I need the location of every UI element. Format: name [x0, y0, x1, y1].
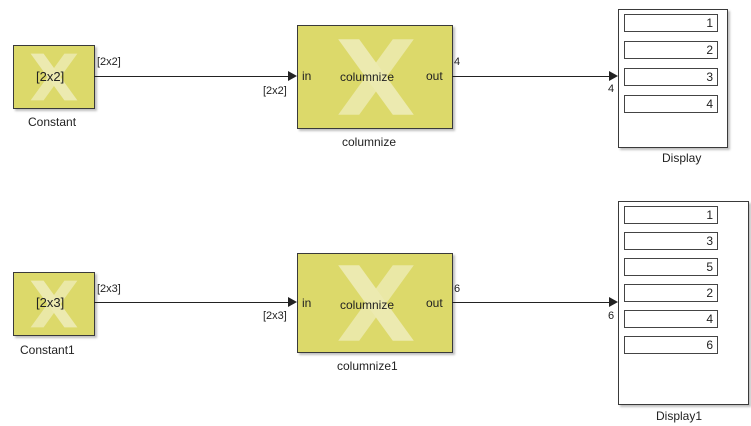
- display-value: 2: [624, 284, 718, 302]
- signal-arrow: [288, 297, 297, 307]
- columnize-block[interactable]: in columnize out: [297, 25, 453, 129]
- display-value: 3: [624, 232, 718, 250]
- out-port: out: [426, 69, 443, 83]
- block-title: columnize: [340, 70, 395, 84]
- signal-arrow: [288, 71, 297, 81]
- columnize-in-dim: [2x3]: [263, 310, 287, 322]
- constant-name: Constant1: [20, 343, 75, 357]
- constant-wire-label: [2x3]: [97, 283, 121, 295]
- constant-name: Constant: [28, 115, 77, 129]
- block-title: columnize: [340, 298, 395, 312]
- in-port: in: [302, 69, 312, 83]
- display-name: Display1: [656, 409, 703, 423]
- constant-block[interactable]: [2x2]: [13, 45, 95, 109]
- display-value: 4: [624, 310, 718, 328]
- display-in-dim: 4: [608, 83, 615, 95]
- signal-line[interactable]: [94, 302, 288, 303]
- in-port: in: [302, 296, 312, 310]
- display-in-dim: 6: [608, 310, 615, 322]
- columnize-name: columnize1: [337, 359, 398, 373]
- columnize-name: columnize: [342, 135, 397, 149]
- out-port: out: [426, 296, 443, 310]
- columnize-in-dim: [2x2]: [263, 85, 287, 97]
- constant-block[interactable]: [2x3]: [13, 272, 95, 336]
- signal-line[interactable]: [94, 76, 288, 77]
- columnize-out-dim: 4: [454, 56, 461, 68]
- constant-wire-label: [2x2]: [97, 56, 121, 68]
- signal-line[interactable]: [452, 76, 610, 77]
- display-value: 1: [624, 14, 718, 32]
- display-value: 1: [624, 206, 718, 224]
- columnize-out-dim: 6: [454, 283, 461, 295]
- display-value: 5: [624, 258, 718, 276]
- display-value: 2: [624, 41, 718, 59]
- signal-arrow: [609, 297, 618, 307]
- display-value: 4: [624, 95, 718, 113]
- signal-arrow: [609, 71, 618, 81]
- columnize-block[interactable]: in columnize out: [297, 253, 453, 353]
- constant-value: [2x2]: [36, 69, 65, 84]
- constant-value: [2x3]: [36, 295, 65, 310]
- display-block[interactable]: 1 2 3 4: [618, 9, 728, 148]
- display-block[interactable]: 1 3 5 2 4 6: [618, 201, 749, 405]
- signal-line[interactable]: [452, 302, 610, 303]
- display-value: 3: [624, 68, 718, 86]
- display-name: Display: [662, 151, 702, 165]
- display-value: 6: [624, 336, 718, 354]
